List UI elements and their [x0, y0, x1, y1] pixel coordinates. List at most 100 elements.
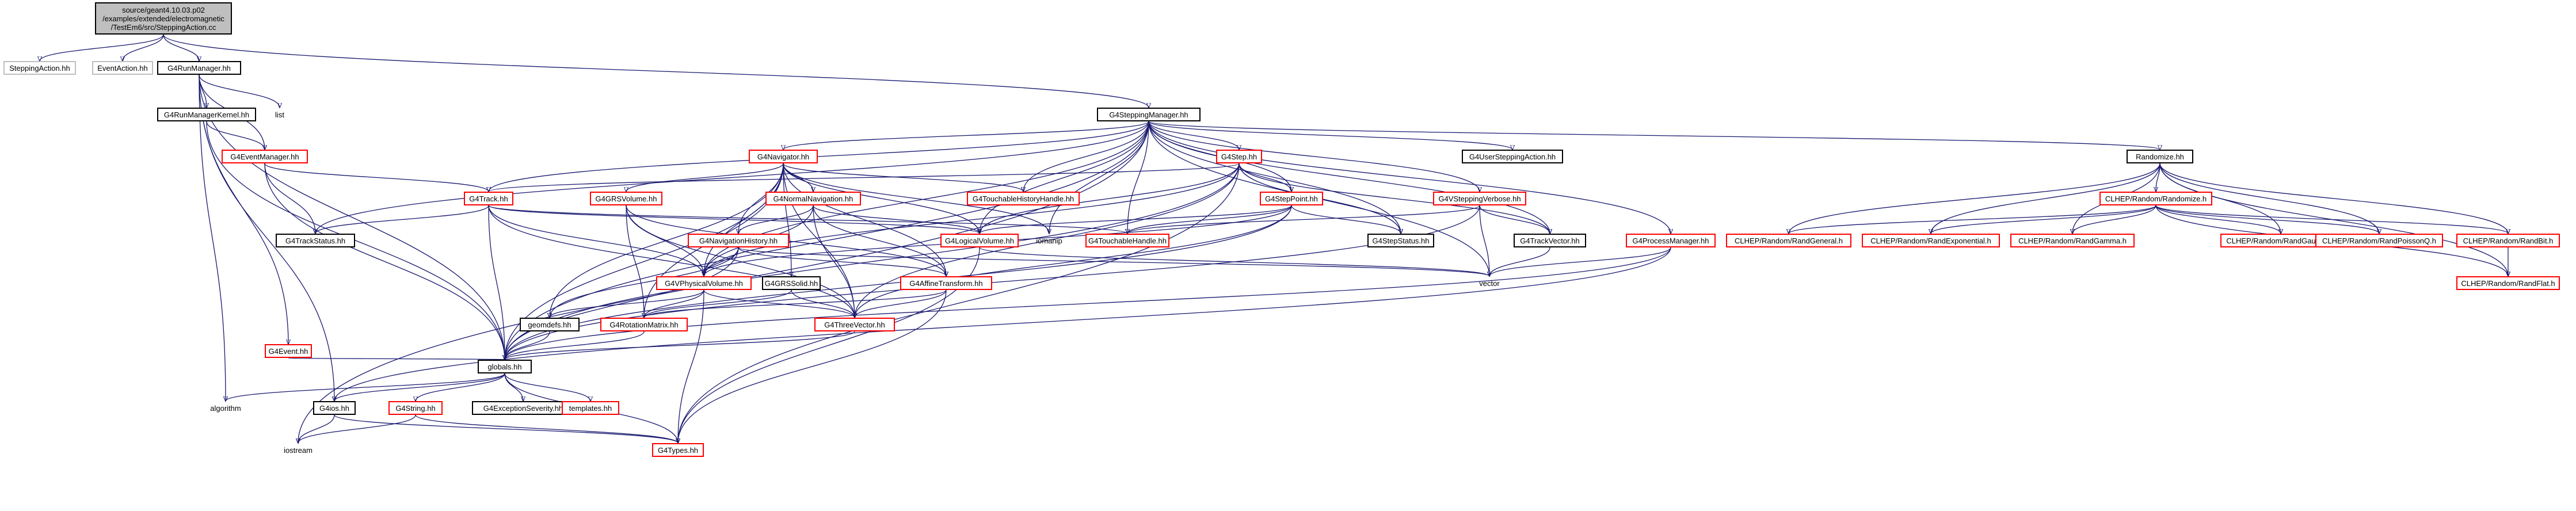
edge-g4vsteppingverbose-to-g4trackvector	[1479, 205, 1550, 234]
node-g4logicalvolume[interactable]: G4LogicalVolume.hh	[940, 234, 1019, 247]
node-g4navigationhistory[interactable]: G4NavigationHistory.hh	[688, 234, 789, 247]
node-g4affinetransform[interactable]: G4AffineTransform.hh	[900, 276, 992, 290]
node-g4string[interactable]: G4String.hh	[388, 401, 443, 415]
node-randpoissonq[interactable]: CLHEP/Random/RandPoissonQ.h	[2315, 234, 2443, 247]
node-eventaction[interactable]: EventAction.hh	[92, 61, 153, 75]
node-randflat[interactable]: CLHEP/Random/RandFlat.h	[2456, 276, 2560, 290]
node-g4threevector[interactable]: G4ThreeVector.hh	[814, 318, 895, 331]
edge-clheprandomize-to-randgeneral	[1789, 205, 2156, 234]
node-g4step[interactable]: G4Step.hh	[1216, 150, 1262, 163]
edge-g4navigationhistory-to-geomdefs	[550, 247, 739, 318]
edge-randomize-to-randgeneral	[1789, 163, 2160, 234]
edge-globals-to-templates	[504, 373, 590, 401]
edge-g4track-to-g4vphysicalvolume	[488, 205, 704, 276]
node-g4rotationmatrix[interactable]: G4RotationMatrix.hh	[600, 318, 688, 331]
node-randomize[interactable]: Randomize.hh	[2127, 150, 2193, 163]
edge-g4grssolid-to-g4threevector	[791, 289, 855, 318]
edge-g4processmanager-to-vector	[1489, 247, 1671, 276]
edge-g4step-to-g4types	[678, 163, 1240, 443]
node-g4ios[interactable]: G4ios.hh	[313, 401, 356, 415]
edge-g4steppoint-to-g4touchablehandle	[1127, 205, 1292, 234]
edge-g4affinetransform-to-g4threevector	[855, 289, 947, 318]
root-file-line-1: source/geant4.10.03.p02	[122, 5, 205, 14]
edge-g4runmanager-to-algorithm	[199, 74, 226, 401]
node-randgamma[interactable]: CLHEP/Random/RandGamma.h	[2010, 234, 2135, 247]
node-templates[interactable]: templates.hh	[562, 401, 619, 415]
edge-g4vphysicalvolume-to-g4rotationmatrix	[644, 289, 704, 318]
node-g4types[interactable]: G4Types.hh	[652, 443, 704, 457]
edge-g4processmanager-to-globals	[505, 247, 1671, 360]
node-g4runmanager[interactable]: G4RunManager.hh	[157, 61, 241, 75]
node-g4track[interactable]: G4Track.hh	[464, 192, 513, 205]
edge-g4steppingmanager-to-g4touchablehistoryhandle	[1023, 121, 1149, 192]
edge-globals-to-algorithm	[226, 373, 505, 401]
edge-g4ios-to-g4types	[334, 414, 678, 443]
node-randgeneral[interactable]: CLHEP/Random/RandGeneral.h	[1726, 234, 1851, 247]
node-g4steppingmanager[interactable]: G4SteppingManager.hh	[1097, 108, 1201, 121]
root-file-node[interactable]: source/geant4.10.03.p02 /examples/extend…	[95, 2, 232, 35]
edge-g4steppingmanager-to-g4stepstatus	[1148, 121, 1401, 234]
edge-g4steppingmanager-to-g4processmanager	[1148, 121, 1671, 234]
node-g4event[interactable]: G4Event.hh	[265, 344, 312, 358]
edge-g4navigator-to-iomanip	[783, 163, 1049, 234]
node-g4steppoint[interactable]: G4StepPoint.hh	[1260, 192, 1323, 205]
edge-g4steppingmanager-to-globals	[505, 121, 1149, 360]
node-g4trackvector[interactable]: G4TrackVector.hh	[1514, 234, 1586, 247]
edge-g4trackvector-to-vector	[1489, 247, 1550, 276]
edge-g4steppingmanager-to-randomize	[1148, 121, 2160, 150]
node-clheprandomize[interactable]: CLHEP/Random/Randomize.h	[2099, 192, 2212, 205]
edge-g4steppingmanager-to-g4usersteppingaction	[1148, 121, 1512, 150]
node-g4vphysicalvolume[interactable]: G4VPhysicalVolume.hh	[656, 276, 752, 290]
edge-root-to-eventaction	[123, 34, 164, 61]
node-g4touchablehandle[interactable]: G4TouchableHandle.hh	[1085, 234, 1169, 247]
node-g4runmanagerkernel[interactable]: G4RunManagerKernel.hh	[157, 108, 256, 121]
node-steppingaction[interactable]: SteppingAction.hh	[3, 61, 76, 75]
node-globals[interactable]: globals.hh	[478, 360, 532, 373]
edge-g4step-to-g4threevector	[855, 163, 1240, 318]
node-g4touchablehistoryhandle[interactable]: G4TouchableHistoryHandle.hh	[967, 192, 1080, 205]
edge-clheprandomize-to-randgamma	[2072, 205, 2156, 234]
node-g4normalnavigation[interactable]: G4NormalNavigation.hh	[765, 192, 861, 205]
edge-g4step-to-g4logicalvolume	[980, 163, 1240, 234]
edge-root-to-g4runmanager	[163, 34, 199, 61]
edge-globals-to-g4ios	[334, 373, 505, 401]
edge-g4grsvolume-to-g4threevector	[626, 205, 855, 318]
edge-g4navigator-to-g4grsvolume	[626, 163, 784, 192]
edge-g4steppoint-to-g4stepstatus	[1291, 205, 1401, 234]
edge-g4vphysicalvolume-to-g4types	[678, 289, 704, 443]
node-randexponential[interactable]: CLHEP/Random/RandExponential.h	[1862, 234, 2000, 247]
edge-g4runmanager-to-list	[199, 74, 280, 108]
edge-g4track-to-g4threevector	[488, 205, 855, 318]
node-g4stepstatus[interactable]: G4StepStatus.hh	[1367, 234, 1434, 247]
edge-g4steppingmanager-to-g4vsteppingverbose	[1148, 121, 1480, 192]
node-g4vsteppingverbose[interactable]: G4VSteppingVerbose.hh	[1433, 192, 1526, 205]
node-g4eventmanager[interactable]: G4EventManager.hh	[222, 150, 308, 163]
edge-root-to-steppingaction	[40, 34, 164, 61]
edge-randomize-to-randbit	[2159, 163, 2508, 234]
edge-root-to-g4steppingmanager	[163, 34, 1149, 108]
node-g4grssolid[interactable]: G4GRSSolid.hh	[762, 276, 821, 290]
edge-g4normalnavigation-to-g4logicalvolume	[813, 205, 980, 234]
node-g4trackstatus[interactable]: G4TrackStatus.hh	[276, 234, 355, 247]
edge-g4vphysicalvolume-to-geomdefs	[550, 289, 704, 318]
node-g4processmanager[interactable]: G4ProcessManager.hh	[1626, 234, 1716, 247]
edge-g4navigator-to-g4affinetransform	[783, 163, 946, 276]
node-vector: vector	[1479, 279, 1500, 288]
node-geomdefs[interactable]: geomdefs.hh	[520, 318, 580, 331]
edge-g4navigator-to-g4normalnavigation	[783, 163, 813, 192]
edge-g4processmanager-to-g4ios	[334, 247, 1671, 401]
node-randbit[interactable]: CLHEP/Random/RandBit.h	[2456, 234, 2560, 247]
node-g4grsvolume[interactable]: G4GRSVolume.hh	[590, 192, 662, 205]
edge-g4navigator-to-g4logicalvolume	[783, 163, 980, 234]
edge-g4vsteppingverbose-to-vector	[1479, 205, 1489, 276]
edge-g4step-to-g4trackvector	[1239, 163, 1550, 234]
edge-g4normalnavigation-to-g4navigationhistory	[738, 205, 814, 234]
edge-g4vsteppingverbose-to-globals	[505, 205, 1480, 360]
edge-g4normalnavigation-to-g4affinetransform	[813, 205, 946, 276]
node-g4exceptionseverity[interactable]: G4ExceptionSeverity.hh	[472, 401, 574, 415]
edge-g4eventmanager-to-g4track	[264, 163, 489, 192]
edge-g4track-to-globals	[488, 205, 505, 360]
node-g4navigator[interactable]: G4Navigator.hh	[749, 150, 818, 163]
node-g4usersteppingaction[interactable]: G4UserSteppingAction.hh	[1462, 150, 1563, 163]
